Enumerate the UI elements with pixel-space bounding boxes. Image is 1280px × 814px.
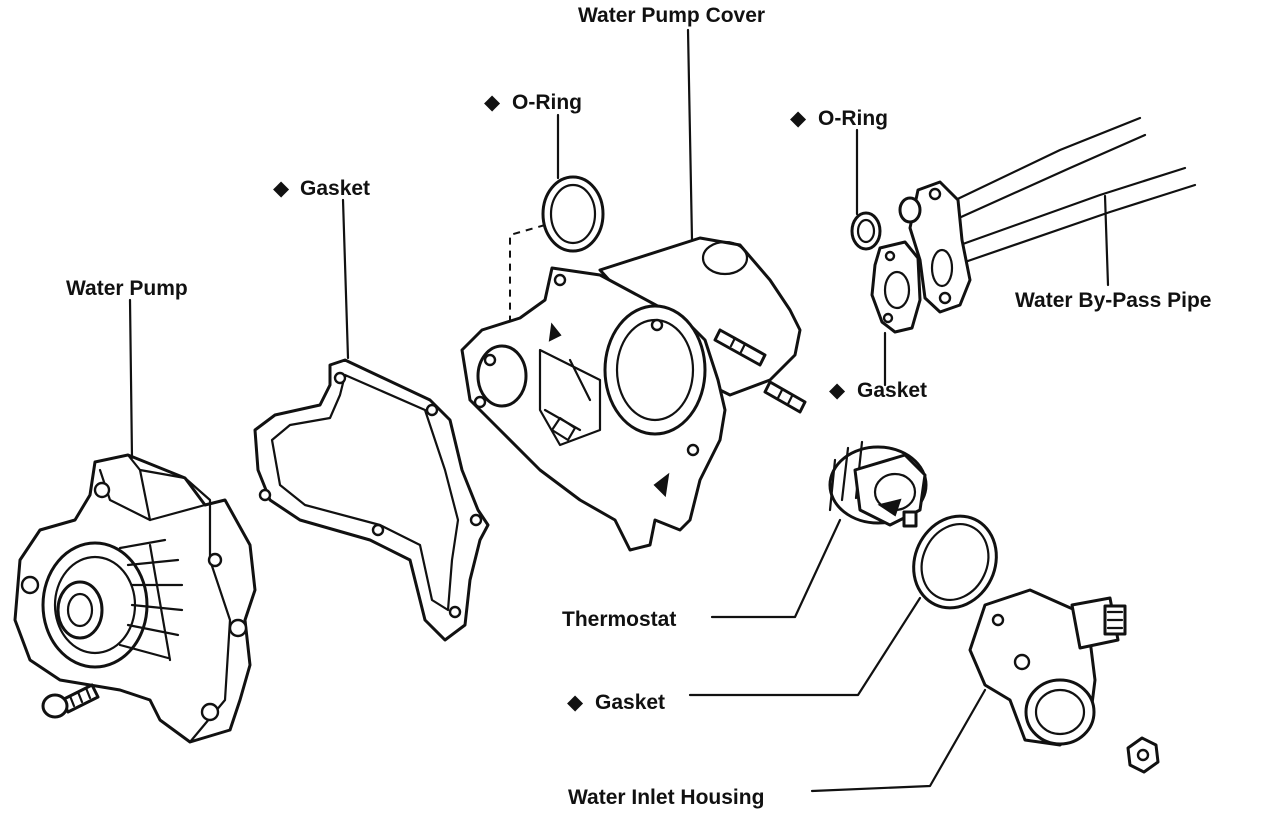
leader-water-pump-cover	[686, 28, 694, 242]
thermostat-gasket-part	[912, 514, 998, 610]
pipe-gasket-part	[870, 240, 922, 334]
leader-gasket-thermostat	[688, 596, 922, 697]
marker-o-ring-cover: ◆	[484, 91, 501, 114]
label-thermostat: Thermostat	[562, 608, 676, 631]
pipe-o-ring-part	[850, 211, 882, 251]
housing-nut	[1126, 736, 1160, 774]
leader-lines	[128, 28, 1110, 793]
label-gasket-thermostat: Gasket	[595, 691, 665, 714]
water-bypass-pipe-part	[898, 116, 1197, 314]
labels: Water Pump Cover ◆ O-Ring ◆ O-Ring ◆ Gas…	[66, 4, 1211, 809]
pump-bolt	[41, 683, 100, 719]
label-gasket-pump: Gasket	[300, 177, 370, 200]
marker-gasket-pump: ◆	[273, 177, 290, 200]
label-gasket-pipe: Gasket	[857, 379, 927, 402]
label-water-inlet-housing: Water Inlet Housing	[568, 786, 764, 809]
marker-o-ring-pipe: ◆	[790, 107, 807, 130]
marker-gasket-thermostat: ◆	[567, 691, 584, 714]
water-pump-part	[13, 453, 257, 744]
leader-thermostat	[710, 518, 842, 619]
leader-water-bypass-pipe	[1103, 194, 1110, 287]
pump-gasket-part	[253, 358, 490, 642]
cover-o-ring-part	[541, 175, 605, 253]
label-o-ring-cover: O-Ring	[512, 91, 582, 114]
leader-water-pump	[128, 298, 134, 460]
thermostat-part	[828, 440, 928, 528]
leader-water-inlet-housing	[810, 688, 987, 793]
water-inlet-housing-part	[968, 588, 1160, 774]
leader-gasket-pump	[341, 198, 350, 360]
marker-gasket-pipe: ◆	[829, 379, 846, 402]
label-o-ring-pipe: O-Ring	[818, 107, 888, 130]
water-pump-cover-part	[460, 224, 807, 552]
label-water-bypass-pipe: Water By-Pass Pipe	[1015, 289, 1211, 312]
label-water-pump: Water Pump	[66, 277, 188, 300]
label-water-pump-cover: Water Pump Cover	[578, 4, 765, 27]
